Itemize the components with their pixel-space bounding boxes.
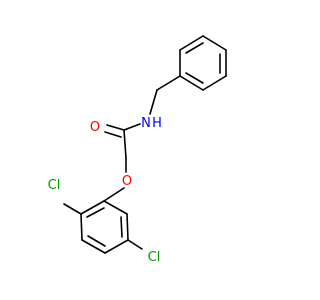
molecule-diagram: O N H O Cl Cl	[47, 35, 227, 265]
aromatic-bond	[86, 207, 105, 218]
bond	[80, 200, 105, 215]
bond	[80, 213, 83, 241]
bond	[127, 239, 143, 250]
aromatic-bond	[120, 216, 123, 238]
atom-label-nitrogen: N	[141, 116, 151, 131]
bond	[179, 75, 204, 91]
bond	[81, 239, 106, 254]
bond	[149, 89, 158, 115]
bond	[202, 35, 227, 51]
bond	[103, 187, 125, 202]
bond	[202, 75, 227, 91]
atom-label-oxygen-ether: O	[122, 174, 132, 189]
bond	[156, 75, 181, 91]
double-bond	[104, 131, 122, 138]
aromatic-bond	[185, 42, 204, 54]
bond	[179, 35, 204, 51]
atom-label-chlorine-ortho: Cl	[48, 178, 61, 193]
structure-svg: O N H O Cl Cl	[48, 35, 227, 265]
atom-label-oxygen-carbonyl: O	[90, 120, 100, 135]
atom-label-chlorine-meta: Cl	[148, 250, 161, 265]
aromatic-bond	[185, 72, 204, 84]
bond	[126, 213, 129, 241]
bond	[104, 239, 129, 254]
bond	[103, 200, 128, 215]
bond	[123, 129, 127, 159]
double-bond	[106, 124, 125, 131]
bonds	[63, 35, 227, 254]
bond	[63, 203, 82, 215]
bond	[123, 123, 141, 131]
aromatic-bond	[87, 235, 106, 247]
atom-label-hydrogen: H	[152, 116, 162, 131]
